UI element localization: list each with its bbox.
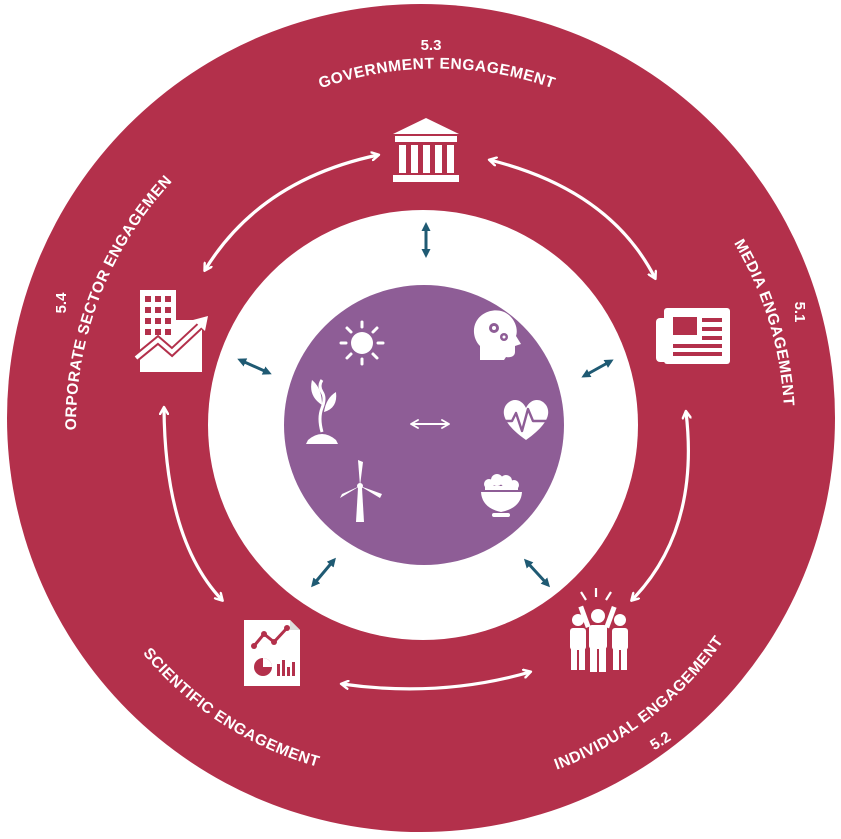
arrow-scientific-corporate xyxy=(164,408,222,600)
arrow-media-individual xyxy=(632,412,688,600)
head-gears-icon xyxy=(473,310,521,360)
teal-arrow-bottom-left xyxy=(311,557,336,588)
government-number: 5.3 xyxy=(421,37,442,54)
corporate-number: 5.4 xyxy=(53,292,70,314)
arrow-government-corporate xyxy=(205,155,378,270)
government-building-icon xyxy=(393,118,459,182)
arrow-individual-scientific xyxy=(342,672,530,691)
food-bowl-icon xyxy=(481,474,522,517)
wind-turbine-icon xyxy=(340,460,382,522)
plant-sprout-icon xyxy=(306,379,338,444)
people-cheering-icon xyxy=(570,588,628,672)
corporate-building-growth-icon xyxy=(133,290,208,372)
teal-arrow-left xyxy=(237,358,272,375)
teal-arrow-right xyxy=(581,359,614,378)
newspaper-icon xyxy=(656,308,730,364)
teal-arrow-bottom-right xyxy=(523,558,551,588)
science-report-chart-icon xyxy=(244,620,300,686)
arrow-government-media xyxy=(490,160,655,278)
sun-icon xyxy=(339,320,385,366)
media-number: 5.1 xyxy=(791,302,808,323)
heart-pulse-icon xyxy=(502,399,552,440)
